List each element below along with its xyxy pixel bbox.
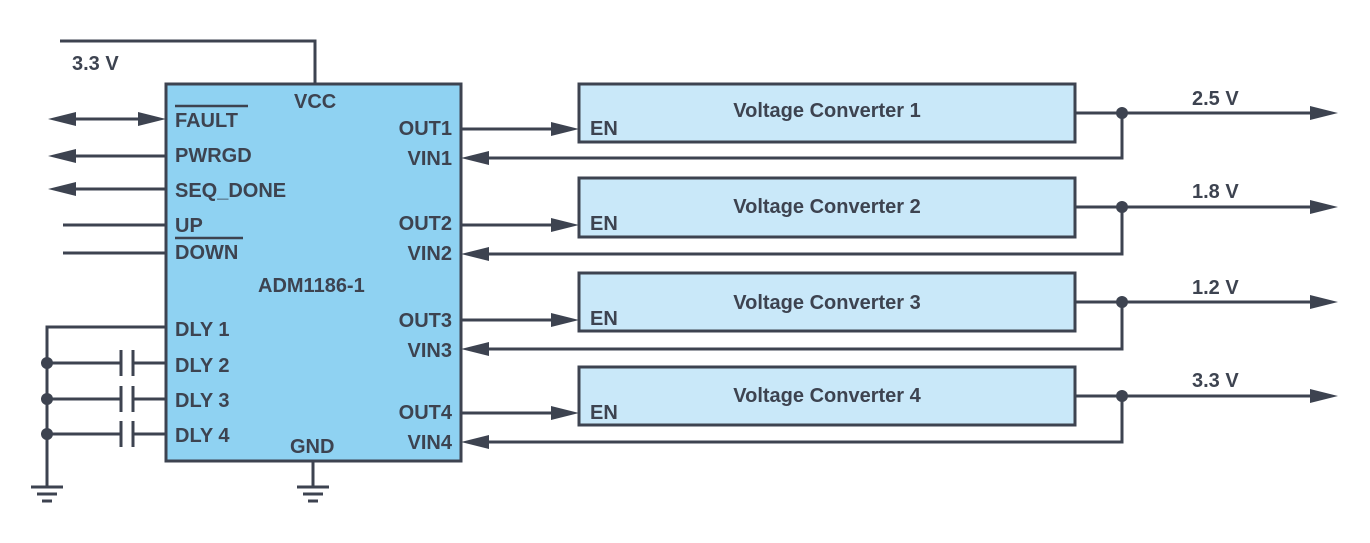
pin-out1: OUT1 [399,118,452,140]
supply-label: 3.3 V [72,53,119,75]
converter-1-en: EN [590,118,618,140]
converter-3-box [577,271,1077,333]
out2-arrow [551,218,579,232]
converter-3-output-label: 1.2 V [1192,277,1239,299]
seq-done-arrow [48,182,76,196]
converter-3-en: EN [590,308,618,330]
converter-2-feedback-wire [485,207,1124,256]
converter-2-box [577,176,1077,239]
vin3-arrow [461,342,489,356]
converter-3-title: Voltage Converter 3 [733,292,920,314]
vin2-arrow [461,247,489,261]
pin-vin4: VIN4 [408,432,453,454]
fault-arrow-left [48,112,76,126]
chip-name: ADM1186-1 [258,275,365,297]
converter-2-output-arrow [1310,200,1338,214]
vin1-arrow [461,151,489,165]
converter-2-title: Voltage Converter 2 [733,196,920,218]
chip-gnd-label: GND [290,436,334,458]
pin-out2: OUT2 [399,213,452,235]
pwrgd-arrow [48,149,76,163]
pin-vin3: VIN3 [408,340,452,362]
ground-symbol-left [31,485,63,503]
dly2-junction [41,357,53,369]
converter-2: Voltage Converter 2 EN 1.8 V [461,176,1338,261]
pin-dly2: DLY 2 [175,355,229,377]
converter-1: Voltage Converter 1 EN 2.5 V [461,82,1338,165]
chip-vcc-label: VCC [294,91,336,113]
converter-3-output-arrow [1310,295,1338,309]
supply-wire [60,39,317,84]
pin-vin2: VIN2 [408,243,452,265]
pin-pwrgd: PWRGD [175,145,252,167]
dly1-wire [45,325,166,487]
pin-dly4: DLY 4 [175,425,230,447]
dly4-junction [41,428,53,440]
converter-4-feedback-wire [485,396,1124,444]
pin-vin1: VIN1 [408,148,452,170]
pin-out4: OUT4 [399,402,453,424]
ground-symbol-chip [297,485,329,503]
converter-4-title: Voltage Converter 4 [733,385,921,407]
converter-4-en: EN [590,402,618,424]
converter-1-output-label: 2.5 V [1192,88,1239,110]
out4-arrow [551,406,579,420]
dly3-junction [41,393,53,405]
pin-dly3: DLY 3 [175,390,229,412]
converter-4-box [577,365,1077,427]
out1-arrow [551,122,579,136]
out3-arrow [551,313,579,327]
pin-out3: OUT3 [399,310,452,332]
converter-3: Voltage Converter 3 EN 1.2 V [461,271,1338,356]
vin4-arrow [461,435,489,449]
converter-4: Voltage Converter 4 EN 3.3 V [461,365,1338,449]
converter-4-output-arrow [1310,389,1338,403]
pin-dly1: DLY 1 [175,319,229,341]
converter-2-en: EN [590,213,618,235]
converter-3-feedback-wire [485,302,1124,351]
converter-2-output-label: 1.8 V [1192,181,1239,203]
converter-4-output-label: 3.3 V [1192,370,1239,392]
converter-1-feedback-wire [485,113,1124,160]
converter-1-title: Voltage Converter 1 [733,100,920,122]
pin-fault: FAULT [175,110,238,132]
pin-seq-done: SEQ_DONE [175,180,286,202]
converter-1-output-arrow [1310,106,1338,120]
fault-arrow-right [138,112,166,126]
pin-down: DOWN [175,242,238,264]
pin-up: UP [175,215,203,237]
